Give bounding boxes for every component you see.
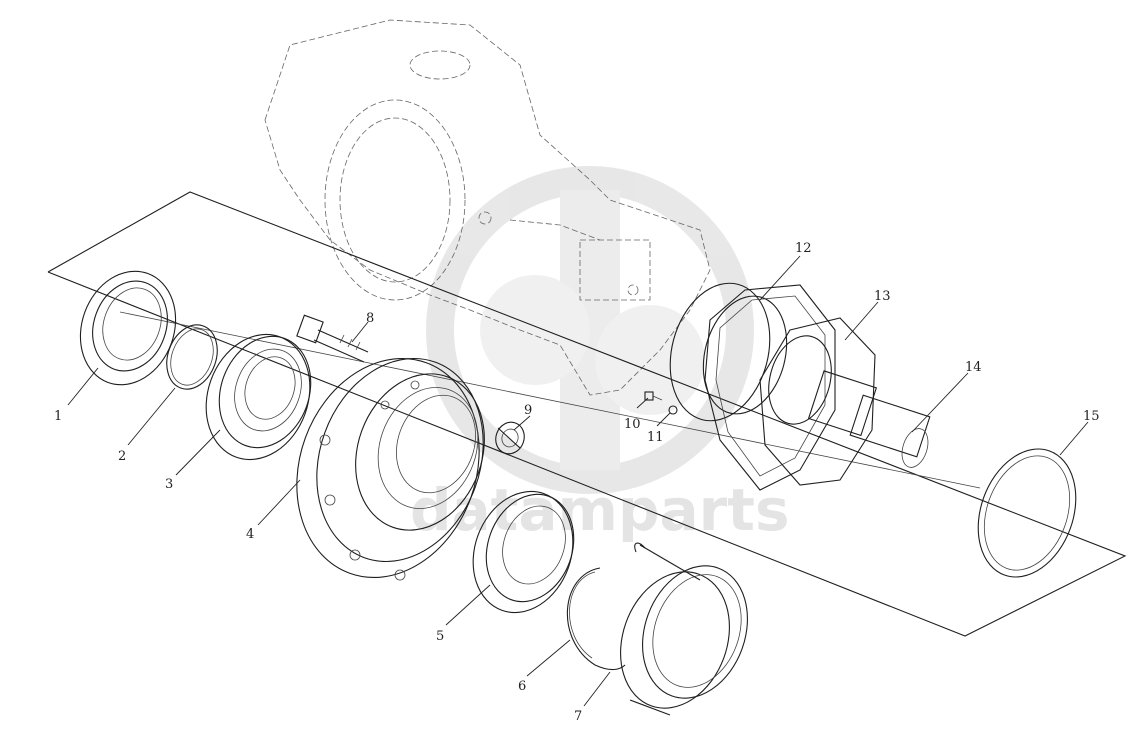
part-1-seal bbox=[79, 270, 177, 386]
centre-axis bbox=[119, 311, 981, 489]
callout-14: 14 bbox=[965, 360, 982, 375]
callout-15: 15 bbox=[1083, 409, 1100, 424]
callout-3: 3 bbox=[165, 477, 173, 492]
part-3-bearing bbox=[205, 333, 312, 461]
part-6-circlip bbox=[566, 567, 626, 671]
callout-8: 8 bbox=[366, 311, 374, 326]
part-15-ring bbox=[977, 448, 1077, 578]
callout-11: 11 bbox=[647, 430, 664, 445]
callout-5: 5 bbox=[436, 629, 444, 644]
watermark-text: datamparts bbox=[410, 476, 789, 544]
callout-13: 13 bbox=[874, 289, 891, 304]
callout-1: 1 bbox=[54, 409, 62, 424]
part-9-nut bbox=[495, 421, 525, 455]
part-4-wheel-hub bbox=[296, 357, 485, 581]
part-11-washer bbox=[668, 405, 678, 415]
callout-9: 9 bbox=[524, 403, 532, 418]
watermark-logo bbox=[426, 166, 754, 494]
part-5-bearing bbox=[472, 490, 575, 614]
part-12-carrier bbox=[669, 282, 836, 491]
callout-4: 4 bbox=[246, 527, 254, 542]
part-7-ring-gear bbox=[620, 542, 748, 716]
callouts: 1 2 3 4 5 6 7 8 9 10 11 12 13 14 15 bbox=[54, 241, 1100, 724]
callout-7: 7 bbox=[574, 709, 582, 724]
part-8-bolt bbox=[296, 314, 369, 363]
part-2-oring bbox=[166, 324, 218, 390]
callout-2: 2 bbox=[118, 449, 126, 464]
callout-10: 10 bbox=[624, 417, 641, 432]
leader-lines bbox=[67, 255, 1089, 707]
part-10-screw bbox=[644, 391, 663, 401]
part-13-plate bbox=[759, 317, 876, 486]
callout-6: 6 bbox=[518, 679, 526, 694]
callout-12: 12 bbox=[795, 241, 812, 256]
part-14-shaft bbox=[768, 335, 931, 468]
assembly-frame bbox=[47, 191, 1127, 637]
axle-housing bbox=[264, 19, 711, 396]
